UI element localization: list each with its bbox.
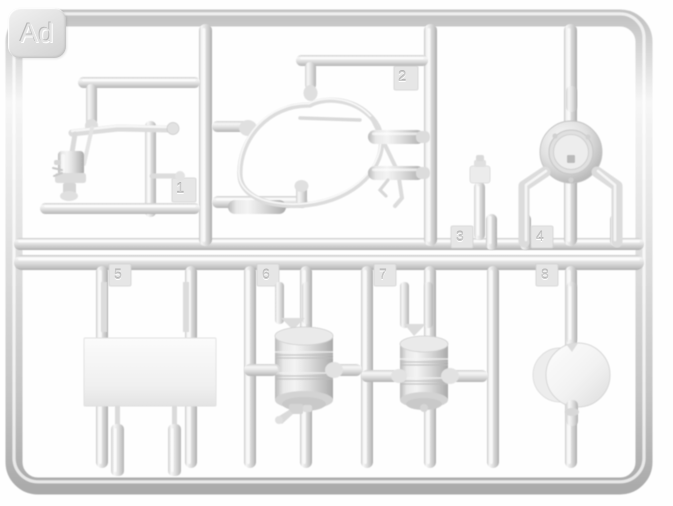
sprue-letter-tab: Ad [8, 8, 66, 58]
part-3-upright-bracket [469, 155, 491, 240]
part-number-1: 1 [176, 180, 185, 197]
part-number-7: 7 [379, 266, 387, 282]
part-1-throttle-linkage [40, 77, 200, 217]
part-number-3: 3 [456, 228, 464, 244]
part-7-small-ribbed-tank [361, 282, 488, 412]
part-number-6: 6 [262, 266, 270, 282]
part-8-twin-disc [532, 282, 611, 426]
part-2-hose-loop-assembly [212, 55, 430, 214]
part-number-5: 5 [114, 266, 122, 282]
part-1-valve-body [52, 151, 86, 201]
sprue-horizontal-runner-mid [14, 255, 644, 270]
part-number-pads [108, 65, 559, 287]
sprue-letter-label: Ad [19, 17, 55, 48]
part-number-2: 2 [398, 68, 407, 85]
part-number-4: 4 [536, 228, 544, 244]
part-number-8: 8 [541, 266, 549, 282]
part-5-flat-plate [83, 282, 217, 476]
part-6-drain-valve [275, 404, 312, 424]
part-6-large-ribbed-tank [244, 282, 362, 424]
part-4-gauge-housing [518, 86, 623, 248]
